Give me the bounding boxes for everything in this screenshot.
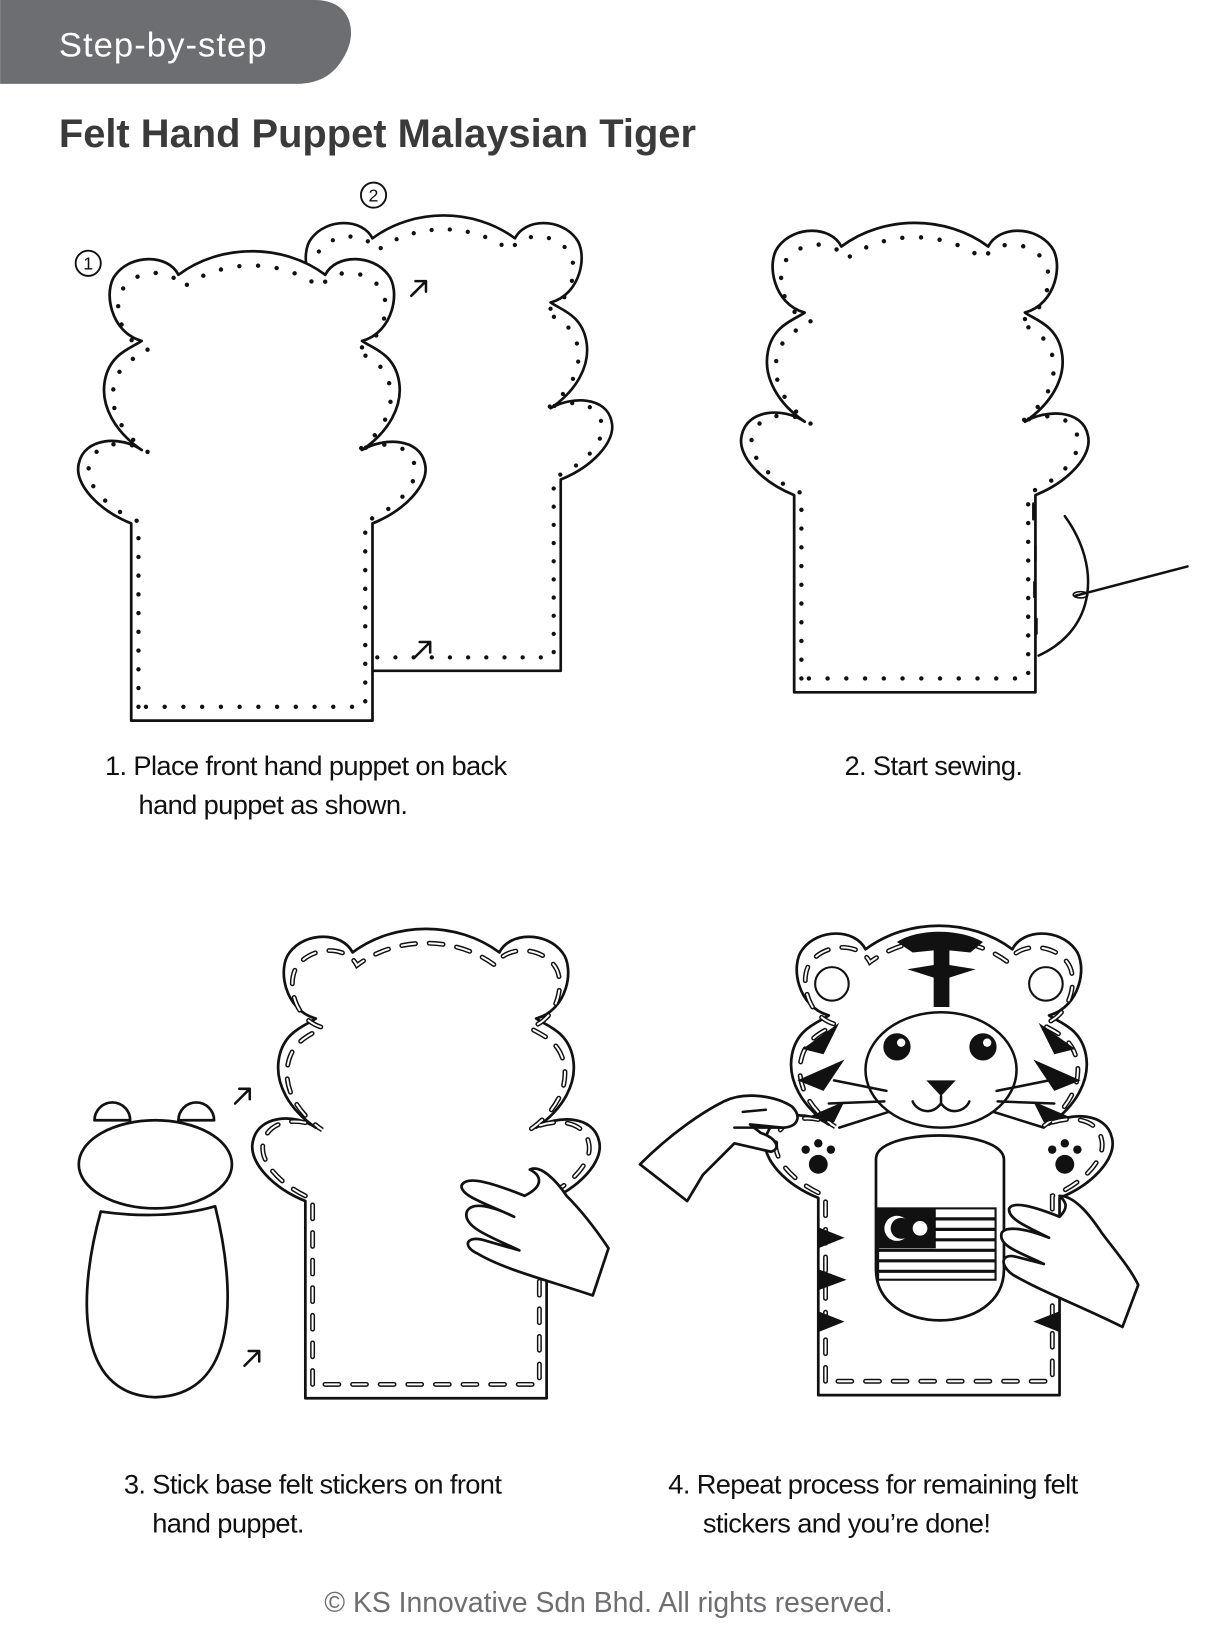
step-4-illustration	[638, 924, 1140, 1397]
malaysia-flag-icon	[877, 1207, 997, 1281]
svg-text:2: 2	[369, 185, 379, 205]
svg-text:1: 1	[83, 254, 93, 274]
step-1-illustration: 1 2	[74, 181, 614, 722]
copyright-footer: © KS Innovative Sdn Bhd. All rights rese…	[324, 1587, 893, 1619]
front-puppet	[76, 249, 427, 722]
right-hand-icon	[999, 1194, 1140, 1329]
marker-2: 2	[360, 181, 388, 209]
hand-icon	[460, 1167, 610, 1297]
arrow-icon	[233, 1087, 252, 1105]
step-4-caption-line2: stickers and you’re done!	[703, 1508, 990, 1539]
page-title: Felt Hand Puppet Malaysian Tiger	[59, 112, 696, 156]
step-3-caption-line2: hand puppet.	[152, 1508, 304, 1539]
step-3-illustration	[77, 927, 610, 1400]
needle-icon	[1032, 502, 1189, 657]
arrow-icon	[243, 1349, 261, 1367]
felt-stickers	[77, 1101, 234, 1399]
header-tab: Step-by-step	[0, 0, 352, 84]
left-hand-icon	[638, 1094, 799, 1203]
finished-tiger-puppet	[763, 924, 1115, 1397]
step-4-caption-line1: 4. Repeat process for remaining felt	[668, 1469, 1078, 1500]
tab-label: Step-by-step	[59, 27, 268, 65]
paw-print-icon	[801, 1139, 836, 1174]
step-1-caption-line1: 1. Place front hand puppet on back	[105, 750, 508, 781]
paw-print-icon	[1048, 1139, 1082, 1174]
step-2-caption: 2. Start sewing.	[845, 750, 1023, 781]
marker-1: 1	[74, 249, 102, 277]
step-3-caption-line1: 3. Stick base felt stickers on front	[124, 1469, 502, 1500]
step-2-illustration	[739, 221, 1189, 694]
step-1-caption-line2: hand puppet as shown.	[139, 789, 408, 820]
